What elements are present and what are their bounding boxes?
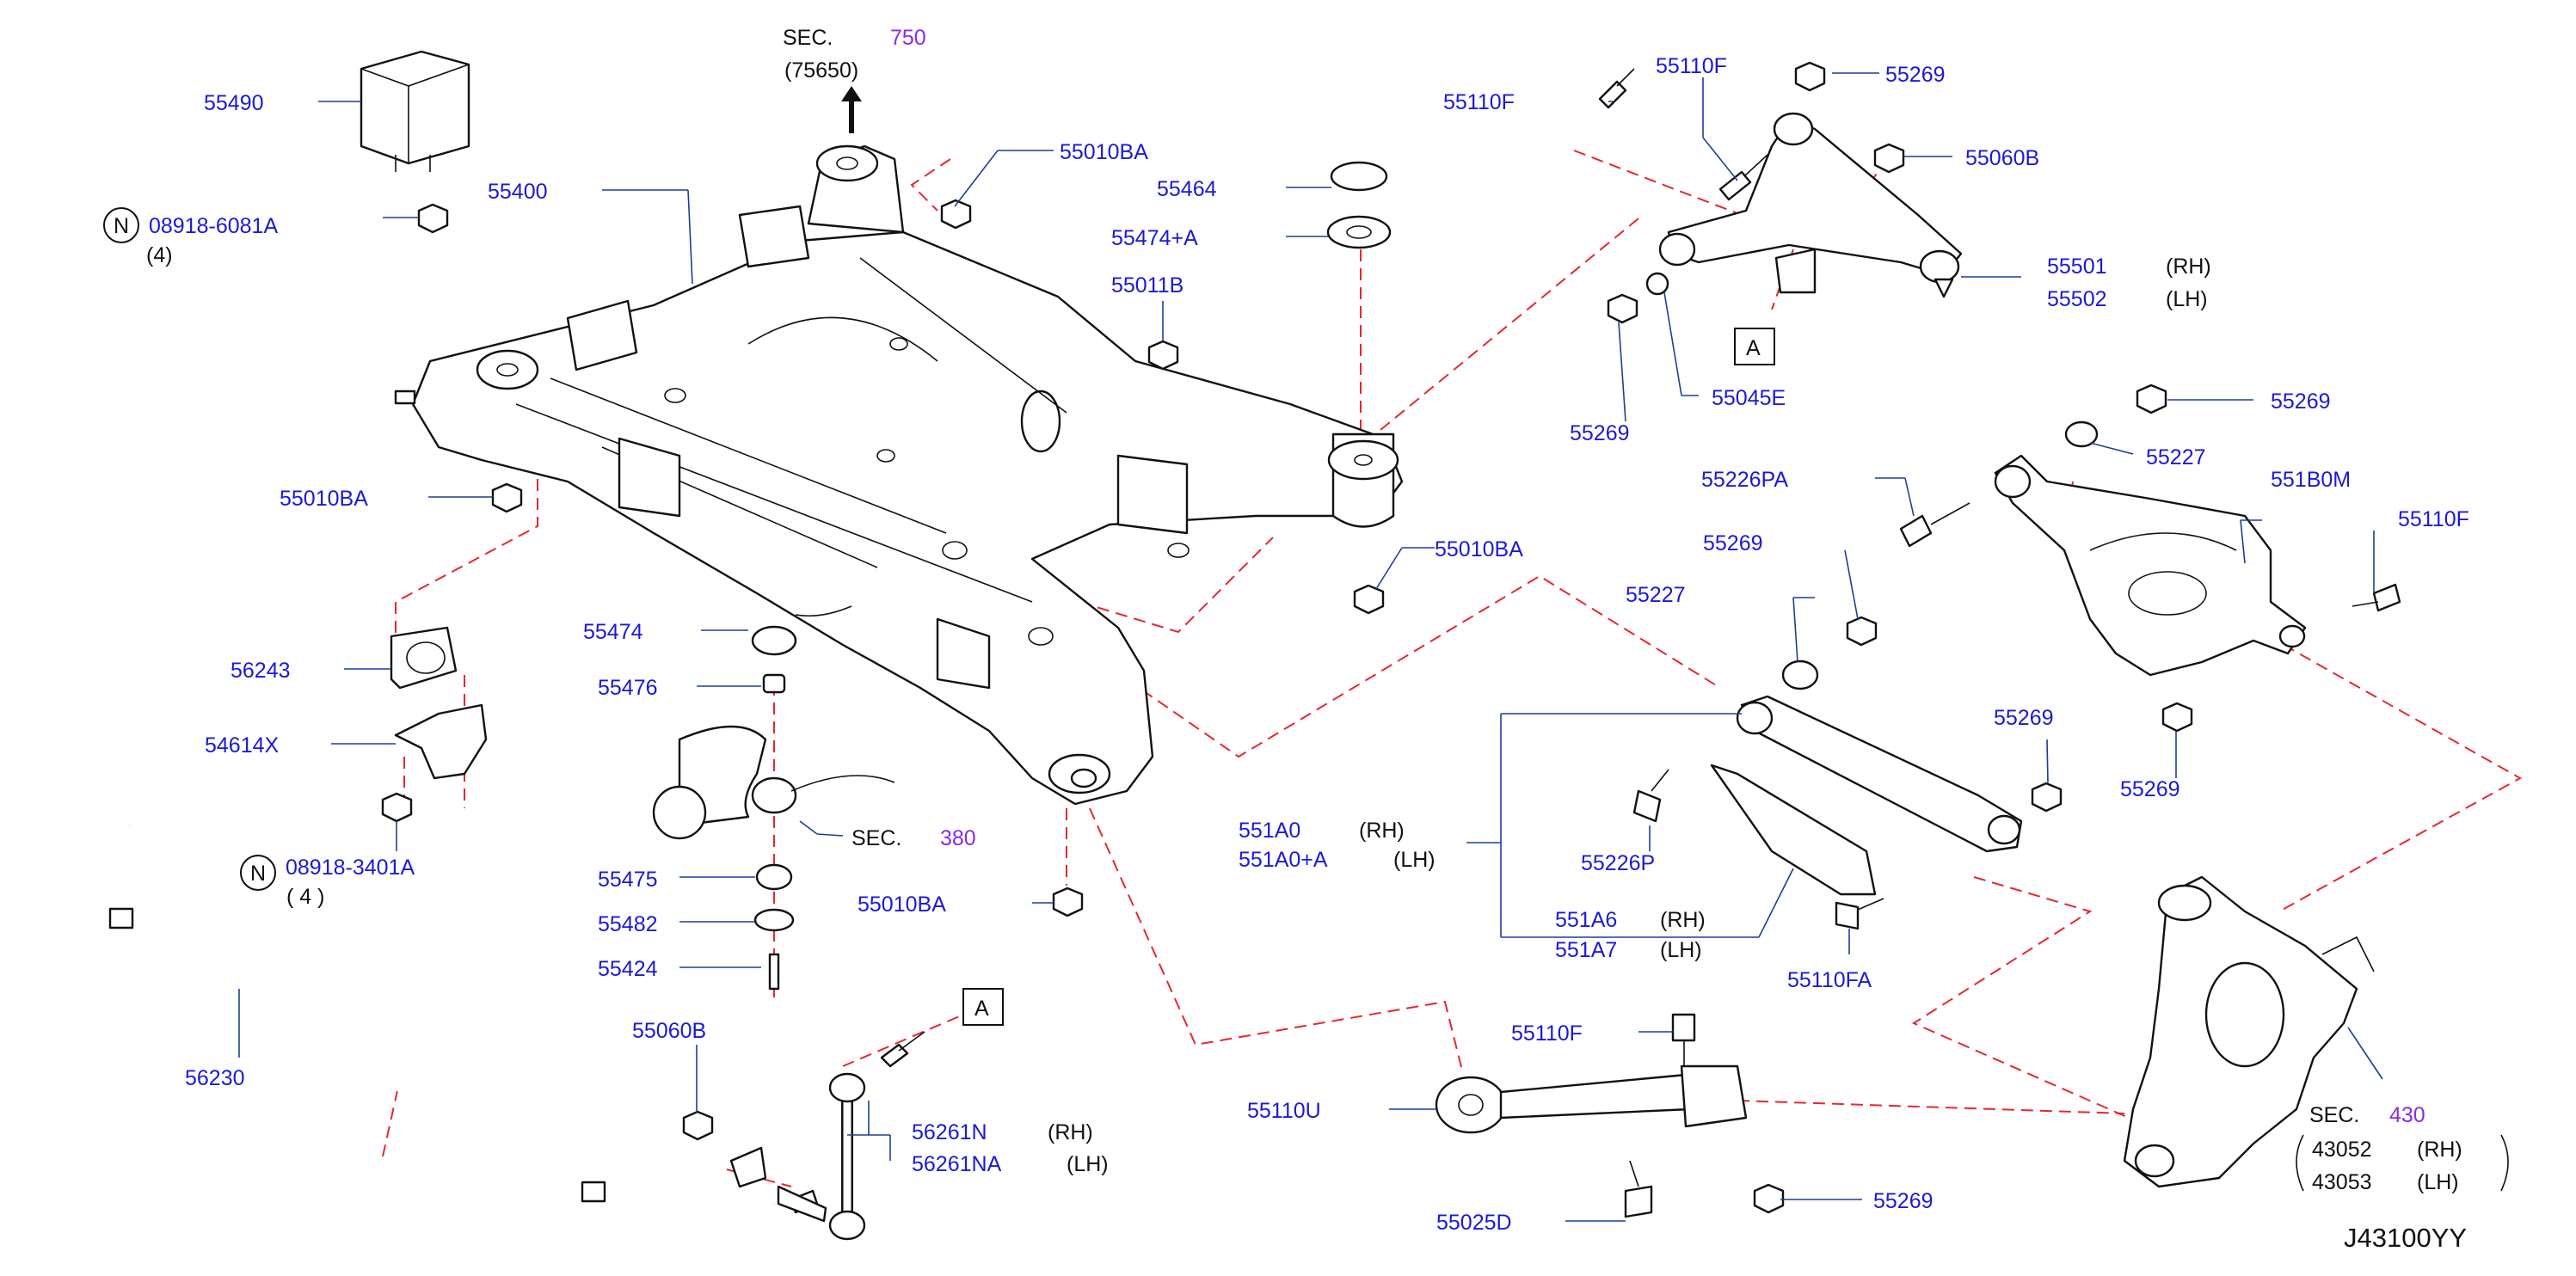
- knuckle-43052: [2123, 875, 2375, 1188]
- sec-380-prefix: SEC.: [851, 826, 901, 850]
- part-55110F-top-left: 55110F: [1443, 90, 1515, 114]
- n-symbol-1-letter: N: [114, 214, 129, 238]
- part-55269-left: 55269: [1570, 421, 1630, 445]
- sec-380-number: 380: [940, 826, 976, 850]
- part-551A7: 551A7: [1555, 938, 1617, 962]
- part-55269-right-3: 55269: [2120, 777, 2180, 801]
- box-a-top: [1734, 328, 1775, 365]
- part-55269-right-2: 55269: [1994, 706, 2054, 730]
- part-55010BA-top: 55010BA: [1060, 140, 1148, 164]
- part-55269-mid: 55269: [1703, 531, 1763, 555]
- subframe-55400: [394, 144, 1404, 806]
- part-55110U: 55110U: [1247, 1099, 1321, 1123]
- part-55025D: 55025D: [1436, 1211, 1512, 1235]
- part-55464: 55464: [1157, 177, 1217, 201]
- part-43052: 43052: [2312, 1138, 2372, 1162]
- part-55110F-right: 55110F: [2398, 507, 2469, 531]
- bolts: [768, 68, 2401, 1218]
- rh-56261N: (RH): [1048, 1120, 1093, 1144]
- mount-bushing-55490: [360, 50, 470, 172]
- part-55011B: 55011B: [1111, 273, 1183, 298]
- part-55476: 55476: [598, 676, 658, 700]
- rh-55501: (RH): [2166, 255, 2211, 279]
- lateral-link-551A0: [1710, 695, 2023, 896]
- box-a-top-letter: A: [1746, 336, 1761, 360]
- part-55226P: 55226P: [1581, 851, 1655, 875]
- part-55400: 55400: [488, 180, 548, 204]
- box-a-bottom-letter: A: [974, 997, 989, 1021]
- part-55010BA-bottom: 55010BA: [858, 893, 946, 917]
- part-55482: 55482: [598, 912, 658, 936]
- part-56243: 56243: [231, 659, 291, 683]
- part-55227-mid: 55227: [1626, 583, 1686, 607]
- part-551A0A: 551A0+A: [1239, 848, 1328, 872]
- arrow-up-icon: [841, 86, 862, 133]
- leader-lines: [238, 72, 2383, 1222]
- part-56261NA: 56261NA: [912, 1152, 1002, 1176]
- part-55269-right-1: 55269: [2271, 390, 2331, 414]
- lh-551A7: (LH): [1660, 938, 1702, 962]
- part-55110F-top: 55110F: [1656, 54, 1727, 78]
- stabilizer-link-56261N: [729, 1072, 866, 1241]
- part-55474A: 55474+A: [1111, 226, 1198, 250]
- n-symbol-2-letter: N: [250, 862, 266, 886]
- part-551B0M: 551B0M: [2271, 468, 2351, 492]
- mount-55474-housing: [652, 605, 895, 840]
- sec-750-number: 750: [890, 26, 926, 50]
- n-symbol-2: [240, 855, 276, 891]
- n-symbol-1: [103, 207, 139, 243]
- rh-551A6: (RH): [1660, 908, 1706, 932]
- rh-43052: (RH): [2417, 1138, 2462, 1162]
- part-55110FA: 55110FA: [1787, 968, 1872, 992]
- part-55490: 55490: [204, 91, 264, 115]
- sec-430-number: 430: [2389, 1103, 2425, 1127]
- part-56261N: 56261N: [912, 1120, 987, 1144]
- part-55010BA-right: 55010BA: [1435, 537, 1523, 561]
- part-08918-3401A: 08918-3401A: [286, 856, 415, 880]
- part-54614X: 54614X: [205, 733, 280, 758]
- lh-43053: (LH): [2417, 1170, 2459, 1194]
- qty-4-a: (4): [146, 243, 173, 267]
- part-55060B-top: 55060B: [1965, 146, 2039, 170]
- box-a-bottom: [962, 988, 1004, 1026]
- part-08918-6081A: 08918-6081A: [149, 214, 278, 238]
- lh-551A0A: (LH): [1393, 848, 1436, 872]
- part-55269-bottom: 55269: [1873, 1189, 1934, 1213]
- part-55010BA-left: 55010BA: [280, 487, 368, 511]
- part-551A0: 551A0: [1239, 819, 1300, 843]
- sec-430-prefix: SEC.: [2309, 1103, 2359, 1127]
- nuts-and-washers: [381, 61, 2193, 1214]
- part-56230: 56230: [185, 1066, 245, 1090]
- part-55269-top: 55269: [1885, 63, 1946, 87]
- lh-56261NA: (LH): [1067, 1152, 1109, 1176]
- sec-750-sub: (75650): [784, 58, 858, 83]
- part-55502: 55502: [2047, 287, 2107, 311]
- upper-link-55501: [1658, 112, 1963, 298]
- rh-551A0: (RH): [1359, 819, 1405, 843]
- part-551A6: 551A6: [1555, 908, 1617, 932]
- qty-4-b: ( 4 ): [286, 885, 324, 909]
- diagram-id: J43100YY: [2344, 1223, 2467, 1253]
- part-55226PA: 55226PA: [1701, 468, 1788, 492]
- part-55424: 55424: [598, 957, 658, 981]
- sec-750-prefix: SEC.: [783, 26, 833, 50]
- part-55501: 55501: [2047, 255, 2107, 279]
- part-43053: 43053: [2312, 1170, 2372, 1194]
- stabilizer-56230: [86, 822, 778, 1242]
- part-55045E: 55045E: [1712, 386, 1786, 410]
- labels: SEC. 750 (75650) 55490 55400 55010BA 554…: [114, 26, 2509, 1253]
- bushing-56243-and-bracket-54614X: [390, 626, 488, 780]
- control-link-55110U: [1435, 1064, 1748, 1134]
- part-55227-right: 55227: [2146, 445, 2206, 469]
- part-55475: 55475: [598, 868, 658, 892]
- lower-arm-551B0M: [1994, 454, 2307, 677]
- lh-55502: (LH): [2166, 287, 2208, 311]
- part-55474: 55474: [583, 620, 643, 644]
- part-55060B-bottom: 55060B: [632, 1019, 706, 1043]
- part-55110F-bottom: 55110F: [1511, 1021, 1583, 1046]
